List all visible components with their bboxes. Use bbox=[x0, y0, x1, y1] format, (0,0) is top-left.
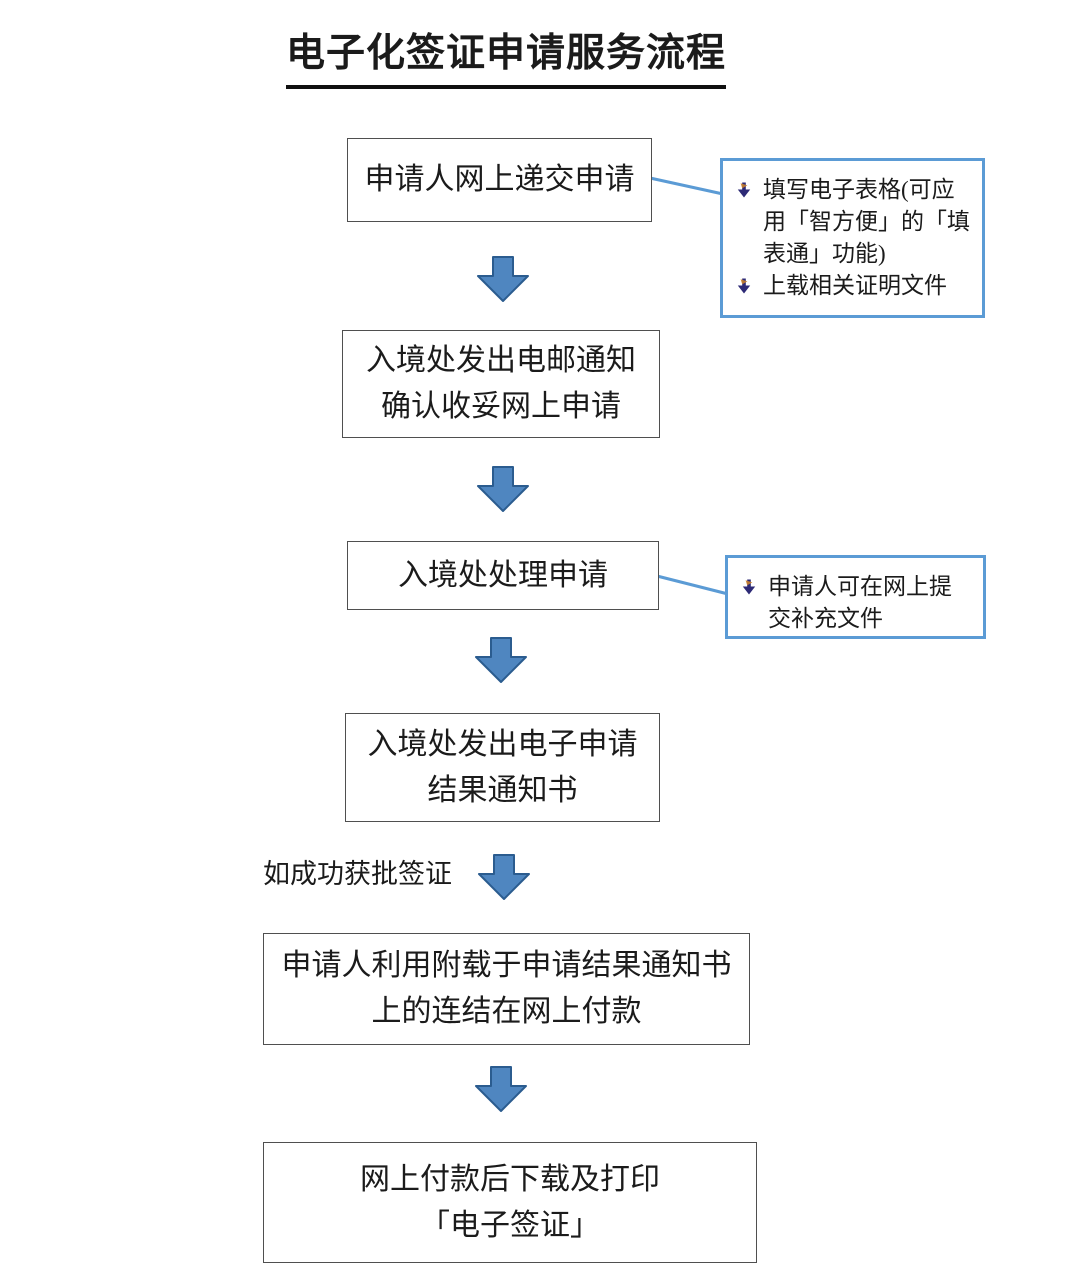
page-title: 电子化签证申请服务流程 bbox=[286, 22, 727, 89]
note-box-supplementary-docs: 申请人可在网上提交补充文件 bbox=[725, 555, 986, 639]
down-arrow-icon bbox=[475, 1066, 527, 1112]
flow-step-eresult-notice: 入境处发出电子申请 结果通知书 bbox=[345, 713, 660, 822]
connector-line-step1-note1 bbox=[648, 176, 725, 196]
down-arrow-icon bbox=[475, 637, 527, 683]
arrow-bullet-icon bbox=[737, 174, 763, 198]
step-text: 申请人网上递交申请 bbox=[364, 163, 635, 196]
note-text: 上载相关证明文件 bbox=[763, 273, 947, 298]
flow-step-email-acknowledgement: 入境处发出电邮通知 确认收妥网上申请 bbox=[342, 330, 660, 438]
arrow-bullet-icon bbox=[737, 270, 763, 294]
step-text: 申请人利用附载于申请结果通知书 bbox=[281, 949, 732, 982]
flow-step-online-payment: 申请人利用附载于申请结果通知书 上的连结在网上付款 bbox=[263, 933, 750, 1045]
step-text: 入境处处理申请 bbox=[398, 558, 608, 592]
down-arrow-icon bbox=[478, 854, 530, 900]
note-item: 填写电子表格(可应用「智方便」的「填表通」功能) bbox=[737, 174, 972, 270]
step-text: 入境处发出电邮通知 bbox=[366, 344, 636, 377]
flow-step-processing: 入境处处理申请 bbox=[347, 541, 659, 610]
note-text: 申请人可在网上提交补充文件 bbox=[768, 574, 952, 631]
down-arrow-icon bbox=[477, 466, 529, 512]
connector-line-step3-note2 bbox=[655, 574, 730, 596]
branch-label-approved: 如成功获批签证 bbox=[263, 859, 452, 889]
note-box-eform: 填写电子表格(可应用「智方便」的「填表通」功能) 上载相关证明文件 bbox=[720, 158, 985, 318]
step-text: 确认收妥网上申请 bbox=[381, 390, 621, 423]
note-item: 申请人可在网上提交补充文件 bbox=[742, 571, 973, 635]
step-text: 上的连结在网上付款 bbox=[371, 995, 642, 1028]
step-text: 网上付款后下载及打印 bbox=[360, 1162, 660, 1196]
step-text: 结果通知书 bbox=[427, 773, 578, 807]
down-arrow-icon bbox=[477, 256, 529, 302]
step-text: 入境处发出电子申请 bbox=[367, 727, 638, 761]
note-item: 上载相关证明文件 bbox=[737, 270, 972, 302]
step-text: 「电子签证」 bbox=[420, 1208, 600, 1242]
flow-step-submit-application: 申请人网上递交申请 bbox=[347, 138, 652, 222]
flow-step-download-print-evisa: 网上付款后下载及打印 「电子签证」 bbox=[263, 1142, 757, 1263]
arrow-bullet-icon bbox=[742, 571, 768, 595]
note-text: 填写电子表格(可应用「智方便」的「填表通」功能) bbox=[763, 177, 970, 266]
